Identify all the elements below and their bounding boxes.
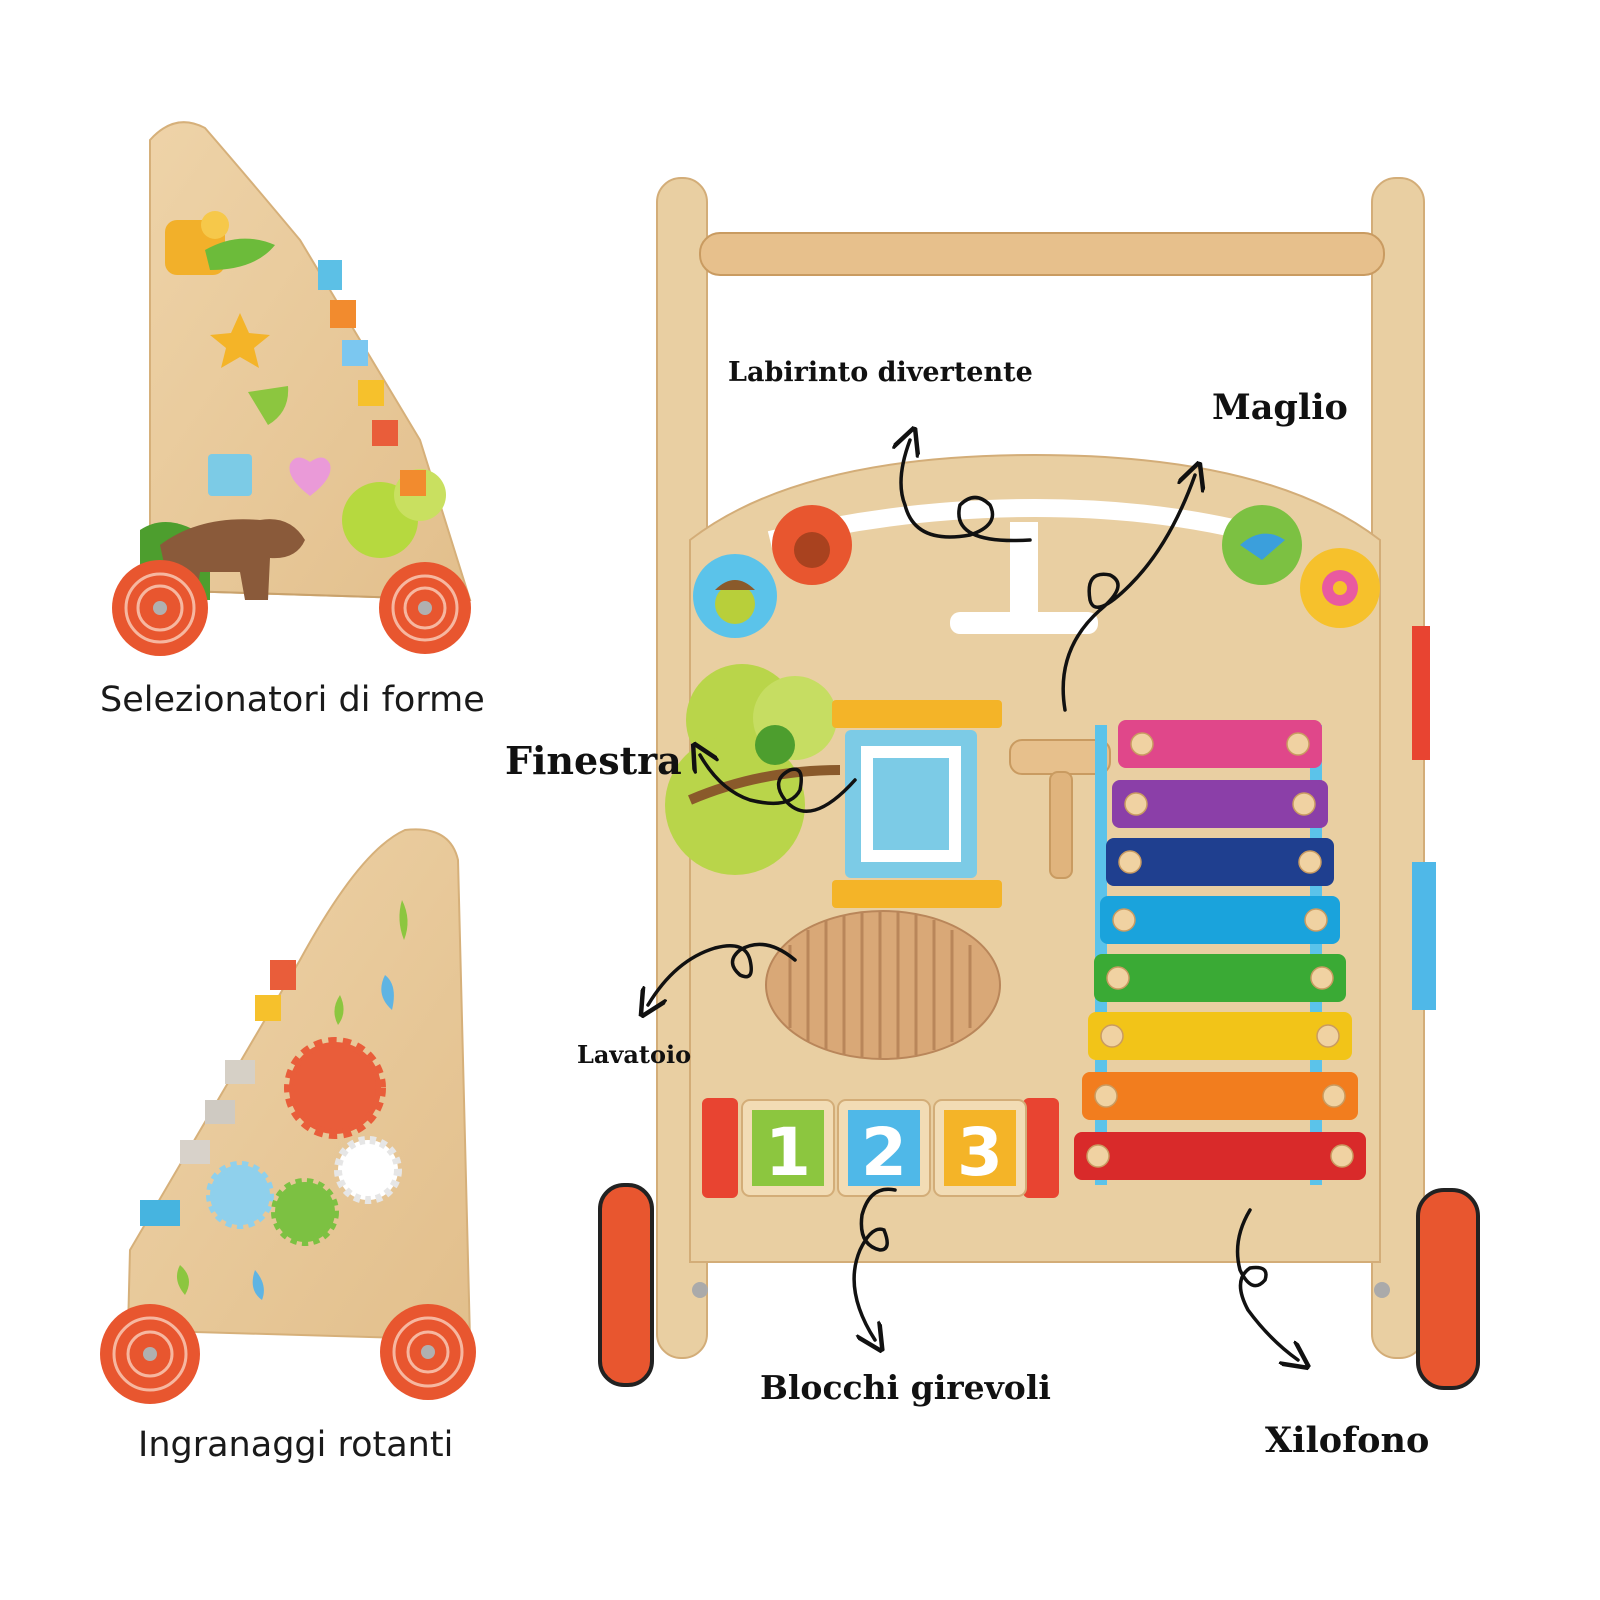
walker-front-view: 1 2 3 (598, 177, 1480, 1390)
annotation-arrows (648, 440, 1298, 1360)
wheel-icon (380, 1304, 476, 1400)
acorn-icon (693, 554, 777, 638)
arrow-xilofono (1235, 1208, 1298, 1360)
front-right-wheel (1416, 1188, 1480, 1390)
xylophone-bar (1094, 954, 1346, 1002)
gear-icon (206, 1161, 274, 1229)
mallet-icon (1009, 739, 1111, 879)
square-shape-icon (208, 454, 252, 496)
rotating-gears-side-view (100, 828, 476, 1404)
xylophone-bar (1106, 838, 1334, 886)
washboard-icon (765, 910, 1001, 1060)
number-block-3: 3 (957, 1114, 1003, 1191)
label-blocchi-girevoli: Blocchi girevoli (760, 1368, 1051, 1407)
rotating-blocks: 1 2 3 (702, 1098, 1059, 1198)
xylophone-bar (1100, 896, 1340, 944)
label-maglio: Maglio (1212, 387, 1348, 428)
xylophone-peg (1322, 1084, 1346, 1108)
xylophone-peg (1316, 1024, 1340, 1048)
squirrel-icon (772, 505, 852, 585)
shape-sorter-side-view (112, 121, 472, 656)
number-block-1: 1 (765, 1114, 811, 1191)
xylophone-bar (1082, 1072, 1358, 1120)
arrow-maglio (1061, 475, 1195, 712)
arrow-lavatoio (648, 942, 797, 1005)
fan-shape-icon (248, 386, 289, 425)
heart-shape-icon (289, 457, 331, 496)
arrow-finestra (700, 755, 857, 813)
label-ingranaggi-rotanti: Ingranaggi rotanti (138, 1425, 454, 1465)
maze-track (767, 498, 1283, 549)
gear-icon (334, 1136, 402, 1204)
xylophone-bar (1088, 1012, 1352, 1060)
xylophone-peg (1298, 850, 1322, 874)
label-lavatoio: Lavatoio (577, 1040, 692, 1069)
xylophone-peg (1130, 732, 1154, 756)
wheel-icon (112, 560, 208, 656)
gear-icon (271, 1178, 339, 1246)
number-block-2: 2 (861, 1114, 907, 1191)
xylophone-peg (1112, 908, 1136, 932)
xylophone-peg (1094, 1084, 1118, 1108)
arrow-labirinto (901, 440, 1032, 543)
gear-icon (284, 1037, 386, 1139)
handle-bar (699, 232, 1385, 276)
xylophone-peg (1310, 966, 1334, 990)
label-labirinto-divertente: Labirinto divertente (728, 357, 1033, 388)
flower-icon (1300, 548, 1380, 628)
xylophone-peg (1118, 850, 1142, 874)
xylophone-peg (1304, 908, 1328, 932)
wheel-icon (379, 562, 471, 654)
arrow-blocchi (852, 1187, 897, 1340)
label-xilofono: Xilofono (1265, 1420, 1430, 1461)
label-selezionatori-di-forme: Selezionatori di forme (100, 680, 485, 720)
xylophone-peg (1100, 1024, 1124, 1048)
xylophone-peg (1086, 1144, 1110, 1168)
xylophone-peg (1106, 966, 1130, 990)
xylophone-peg (1124, 792, 1148, 816)
front-left-wheel (598, 1183, 654, 1387)
bird-icon (1222, 505, 1302, 585)
window-block (832, 700, 1002, 908)
xylophone-bar (1118, 720, 1322, 768)
label-finestra: Finestra (505, 738, 682, 783)
xylophone-peg (1292, 792, 1316, 816)
xylophone (1074, 720, 1366, 1185)
xylophone-bar (1112, 780, 1328, 828)
xylophone-bar (1074, 1132, 1366, 1180)
star-shape-icon (210, 313, 270, 368)
xylophone-peg (1330, 1144, 1354, 1168)
wheel-icon (100, 1304, 200, 1404)
xylophone-peg (1286, 732, 1310, 756)
